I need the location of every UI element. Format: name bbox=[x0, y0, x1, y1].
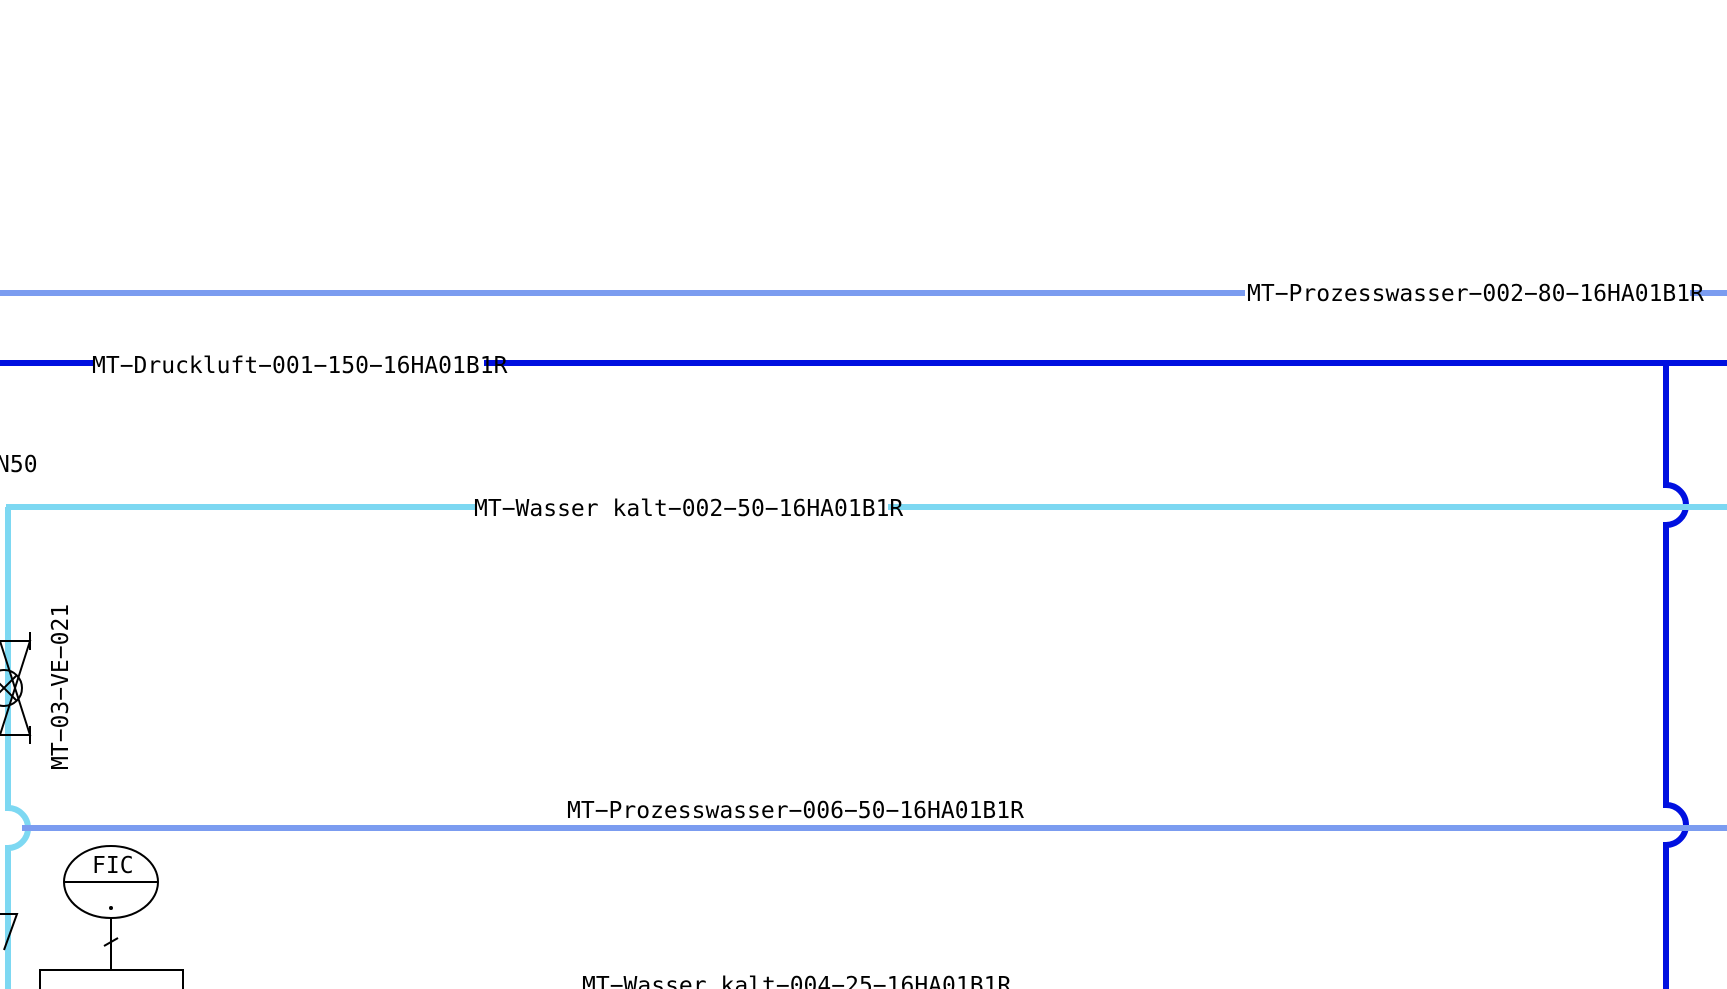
valve-symbol[interactable] bbox=[0, 632, 32, 744]
label-wasser-kalt-002: MT−Wasser kalt−002−50−16HA01B1R bbox=[474, 496, 903, 522]
valve-tag: MT−03−VE−021 bbox=[48, 604, 74, 770]
pipe-wasser-kalt-002[interactable] bbox=[5, 504, 1727, 989]
fic-instrument[interactable] bbox=[39, 845, 184, 989]
pipe-druckluft-001[interactable] bbox=[0, 360, 1727, 989]
label-prozesswasser-002: MT−Prozesswasser−002−80−16HA01B1R bbox=[1247, 281, 1704, 307]
valve-symbol-bottom[interactable] bbox=[0, 913, 19, 951]
dn-label: N50 bbox=[0, 452, 38, 478]
label-druckluft-001: MT−Druckluft−001−150−16HA01B1R bbox=[92, 353, 508, 379]
label-prozesswasser-006: MT−Prozesswasser−006−50−16HA01B1R bbox=[567, 798, 1024, 824]
label-wasser-kalt-004: MT−Wasser kalt−004−25−16HA01B1R bbox=[582, 973, 1011, 989]
fic-tag: FIC bbox=[92, 853, 134, 879]
